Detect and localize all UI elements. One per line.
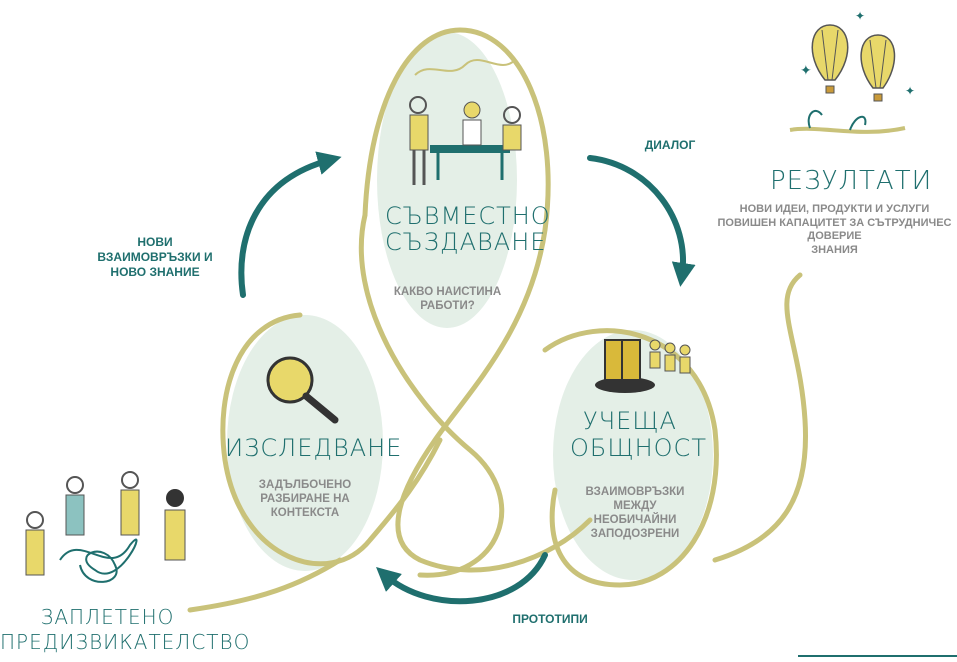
learning-community-title-line2: ОБЩНОСТ (570, 434, 707, 462)
hot-air-balloons-icon: ✦ ✦ ✦ (789, 9, 915, 134)
co-creation-subtitle: КАКВО НАИСТИНА РАБОТИ? (385, 285, 510, 313)
co-creation-subtitle-line2: РАБОТИ? (420, 300, 475, 312)
learning-community-bubble (553, 330, 713, 580)
results-line2: ПОВИШЕН КАПАЦИТЕТ ЗА СЪТРУДНИЧЕС (717, 216, 952, 229)
learning-community-subtitle-line3: НЕОБИЧАЙНИ (593, 514, 677, 526)
dialogue-label: ДИАЛОГ (644, 138, 696, 152)
svg-text:✦: ✦ (800, 62, 812, 78)
challenge-title-line2: ПРЕДИЗВИКАТЕЛСТВО (0, 630, 251, 654)
learning-community-title: УЧЕЩА ОБЩНОСТ (570, 407, 707, 462)
new-connections-line2: ВЗАИМОВРЪЗКИ И (97, 250, 213, 264)
learning-community-subtitle: ВЗАИМОВРЪЗКИ МЕЖДУ НЕОБИЧАЙНИ ЗАПОДОЗРЕН… (575, 485, 695, 541)
co-creation-title: СЪВМЕСТНО СЪЗДАВАНЕ (385, 202, 551, 256)
results-list: НОВИ ИДЕИ, ПРОДУКТИ И УСЛУГИ ПОВИШЕН КАП… (712, 203, 957, 257)
research-title: ИЗСЛЕДВАНЕ (225, 434, 403, 462)
book-and-people-icon (595, 339, 691, 393)
research-subtitle-line1: ЗАДЪЛБОЧЕНО (258, 479, 352, 491)
arrow-new-knowledge (238, 151, 342, 298)
svg-text:✦: ✦ (855, 9, 865, 23)
research-subtitle: ЗАДЪЛБОЧЕНО РАЗБИРАНЕ НА КОНТЕКСТА (245, 478, 365, 520)
research-subtitle-line3: КОНТЕКСТА (270, 507, 340, 519)
arrow-dialogue (587, 155, 696, 287)
challenge-title: ЗАПЛЕТЕНО ПРЕДИЗВИКАТЕЛСТВО (0, 605, 251, 655)
learning-community-subtitle-line1: ВЗАИМОВРЪЗКИ (585, 486, 685, 498)
learning-community-subtitle-line4: ЗАПОДОЗРЕНИ (590, 528, 680, 540)
prototypes-label: ПРОТОТИПИ (512, 612, 588, 626)
results-line1: НОВИ ИДЕИ, ПРОДУКТИ И УСЛУГИ (739, 203, 930, 215)
learning-community-title-line1: УЧЕЩА (583, 407, 677, 435)
learning-community-subtitle-line2: МЕЖДУ (613, 500, 657, 512)
new-connections-label: НОВИ ВЗАИМОВРЪЗКИ И НОВО ЗНАНИЕ (85, 235, 225, 280)
results-line4: ЗНАНИЯ (811, 243, 858, 256)
new-connections-line3: НОВО ЗНАНИЕ (110, 265, 200, 279)
arrow-prototypes (376, 552, 548, 605)
new-connections-line1: НОВИ (137, 235, 173, 249)
co-creation-subtitle-line1: КАКВО НАИСТИНА (393, 286, 502, 298)
co-creation-title-line1: СЪВМЕСТНО (385, 202, 551, 230)
research-bubble (227, 315, 383, 571)
svg-text:✦: ✦ (905, 84, 915, 98)
magnifying-glass-icon (266, 356, 339, 424)
results-line3: ДОВЕРИЕ (807, 230, 862, 242)
loop-line (187, 27, 809, 613)
challenge-title-line1: ЗАПЛЕТЕНО (40, 605, 175, 629)
co-creation-bubble (377, 32, 517, 328)
research-subtitle-line2: РАЗБИРАНЕ НА (260, 493, 350, 505)
people-at-table-icon (409, 59, 522, 185)
tangled-people-icon (25, 471, 186, 583)
co-creation-title-line2: СЪЗДАВАНЕ (385, 228, 547, 256)
results-title: РЕЗУЛТАТИ (770, 166, 933, 196)
